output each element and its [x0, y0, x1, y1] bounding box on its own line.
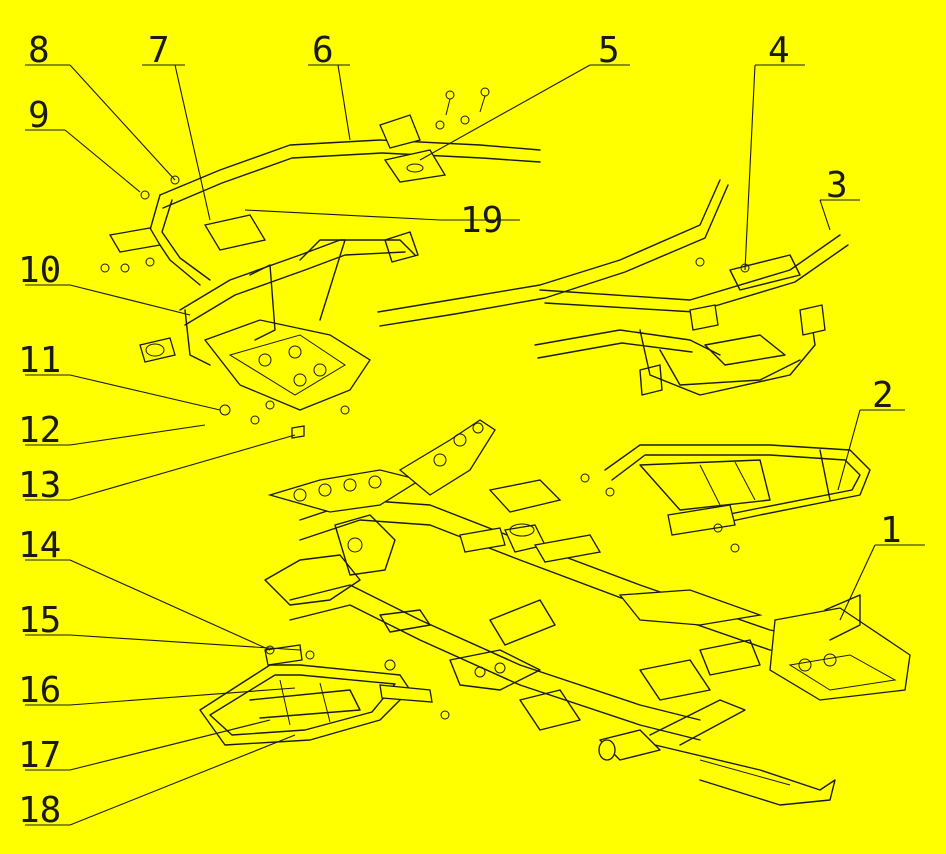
- callout-9: 9: [28, 95, 50, 136]
- callout-1: 1: [880, 510, 902, 551]
- callout-4: 4: [768, 30, 790, 71]
- callout-10: 10: [18, 250, 61, 291]
- callout-8: 8: [28, 30, 50, 71]
- callout-2: 2: [872, 375, 894, 416]
- callout-18: 18: [18, 790, 61, 831]
- callout-14: 14: [18, 525, 61, 566]
- front-subframe: [100, 231, 419, 439]
- callout-leaders: [25, 64, 925, 826]
- callout-19: 19: [460, 200, 503, 241]
- callout-17: 17: [18, 735, 61, 776]
- callout-6: 6: [312, 30, 334, 71]
- callout-7: 7: [148, 30, 170, 71]
- rear-subframe: [377, 179, 849, 396]
- callout-labels: 1 2 3 4 5 6 7 8 9 10 11 12 13 14 15 16 1…: [18, 30, 902, 831]
- callout-13: 13: [18, 465, 61, 506]
- callout-12: 12: [18, 410, 61, 451]
- top-crossbar: [108, 87, 541, 286]
- callout-15: 15: [18, 600, 61, 641]
- callout-11: 11: [18, 340, 61, 381]
- main-frame: [264, 419, 911, 806]
- callout-5: 5: [598, 30, 620, 71]
- rear-rack: [580, 444, 871, 553]
- callout-3: 3: [826, 165, 848, 206]
- callout-16: 16: [18, 670, 61, 711]
- front-rack: [199, 644, 450, 746]
